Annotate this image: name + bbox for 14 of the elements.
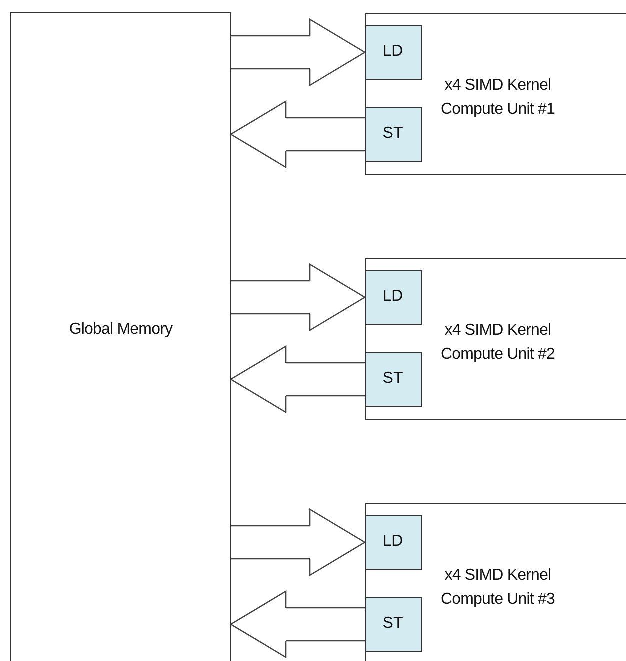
port-box: ST	[364, 596, 422, 652]
compute-unit-block	[365, 503, 626, 661]
unit-label: x4 SIMD Kernel Compute Unit #1	[440, 76, 556, 120]
compute-unit-block	[365, 258, 626, 420]
port-box: LD	[364, 24, 422, 80]
unit-label: x4 SIMD Kernel Compute Unit #3	[440, 566, 556, 610]
block-label: Global Memory	[68, 320, 174, 340]
memory-block	[10, 12, 231, 661]
unit-label: x4 SIMD Kernel Compute Unit #2	[440, 321, 556, 365]
compute-unit-block	[365, 13, 626, 175]
port-box: ST	[364, 352, 422, 406]
port-box: LD	[364, 270, 422, 324]
port-box: ST	[364, 106, 422, 162]
port-box: LD	[364, 514, 422, 570]
